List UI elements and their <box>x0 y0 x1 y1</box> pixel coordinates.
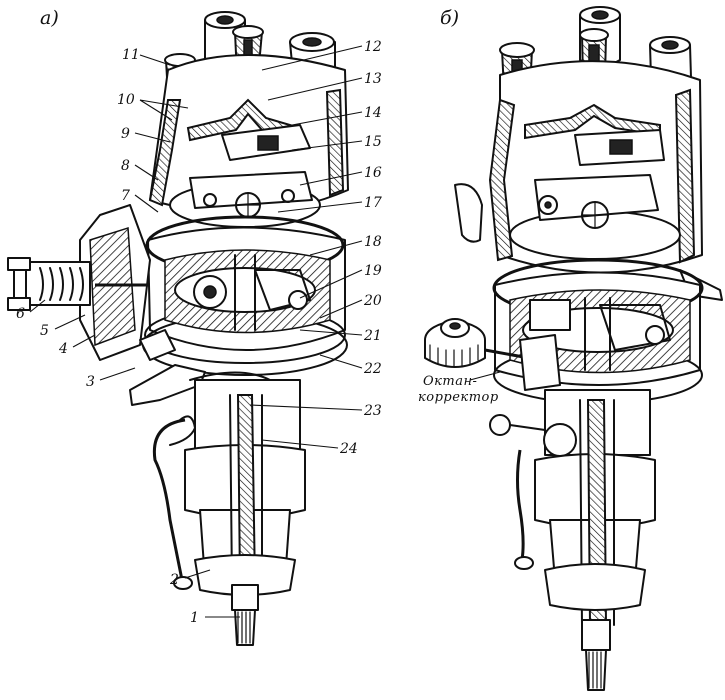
cap-clip-b <box>454 183 483 243</box>
ground-wire-a <box>152 418 186 581</box>
shaft-housing-b <box>489 389 656 691</box>
callout-11: 11 <box>122 47 140 63</box>
ground-wire-b <box>516 449 525 561</box>
callout-7: 7 <box>121 188 130 204</box>
callout-6: 6 <box>16 306 25 322</box>
callout-14: 14 <box>364 105 382 121</box>
rotor-b <box>509 129 681 260</box>
panel-label-a: а) <box>40 7 59 29</box>
callout-21: 21 <box>363 328 382 344</box>
vacuum-unit-a <box>7 204 151 361</box>
rotor-a <box>169 124 321 228</box>
callout-9: 9 <box>121 126 130 142</box>
callout-3: 3 <box>86 374 95 390</box>
octane-corrector-knob <box>424 318 561 391</box>
octane-corrector-label-line2: корректор <box>418 390 499 405</box>
callout-12: 12 <box>364 39 382 55</box>
labels: а) б) 1 2 3 4 5 6 7 8 9 10 11 12 13 14 1… <box>16 7 499 626</box>
callout-19: 19 <box>364 263 382 279</box>
shaft-housing-a <box>184 379 306 646</box>
callout-22: 22 <box>363 361 382 377</box>
callout-24: 24 <box>339 441 358 457</box>
callout-5: 5 <box>40 323 49 339</box>
callout-18: 18 <box>364 234 382 250</box>
callout-15: 15 <box>364 134 382 150</box>
housing-a <box>142 215 348 376</box>
callout-4: 4 <box>58 341 68 357</box>
panel-label-b: б) <box>440 7 459 29</box>
leader-lines <box>29 45 501 618</box>
callout-1: 1 <box>190 610 199 626</box>
callout-20: 20 <box>363 293 382 309</box>
distributor-a <box>7 11 349 646</box>
distributor-b <box>424 6 723 691</box>
callout-8: 8 <box>121 158 130 174</box>
callout-23: 23 <box>363 403 382 419</box>
callout-16: 16 <box>364 165 382 181</box>
callout-17: 17 <box>364 195 382 211</box>
callout-13: 13 <box>364 71 382 87</box>
callout-2: 2 <box>169 572 179 588</box>
callout-10: 10 <box>117 92 135 108</box>
octane-corrector-label-line1: Октан- <box>423 374 477 389</box>
